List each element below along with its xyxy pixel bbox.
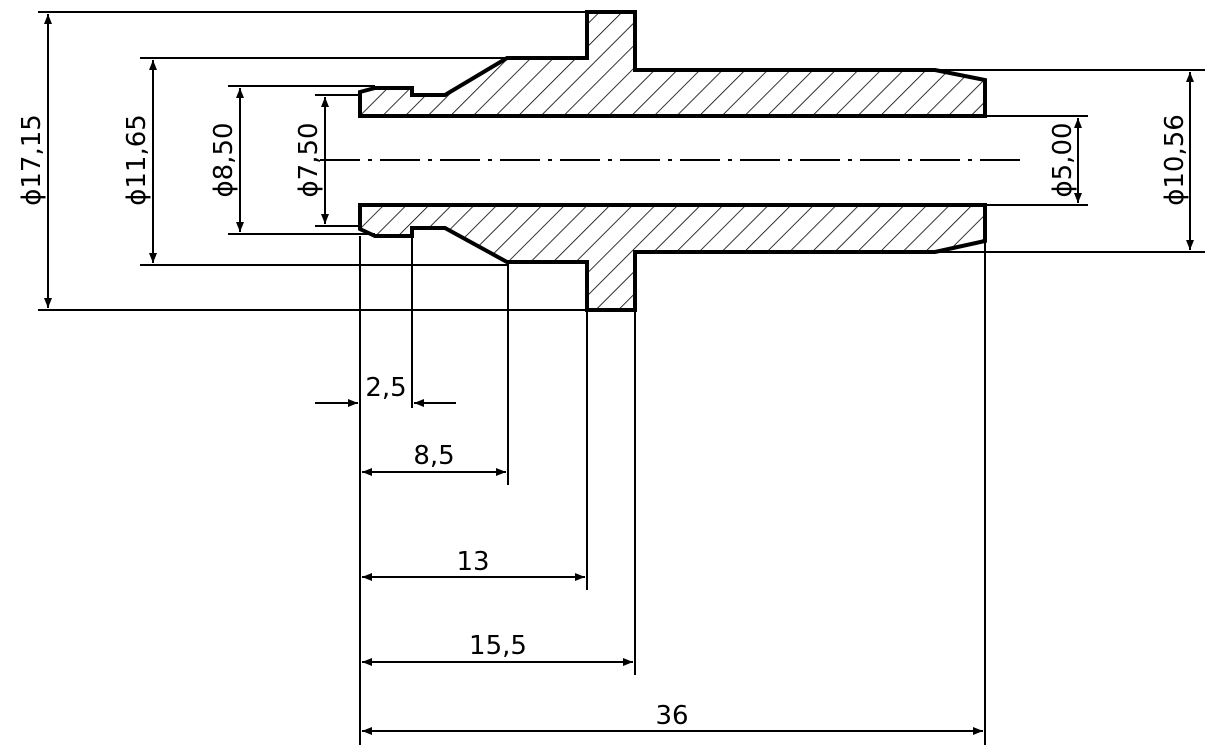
dim-text-dia-10-56: ϕ10,56	[1160, 114, 1190, 206]
diameter-dimensions	[44, 13, 1194, 308]
extension-lines	[38, 11, 1205, 745]
dim-text-dia-17-15: ϕ17,15	[17, 114, 47, 206]
dim-text-dia-7-50: ϕ7,50	[294, 122, 324, 197]
dim-text-dia-5-00: ϕ5,00	[1048, 122, 1078, 197]
dim-text-len-8-5: 8,5	[413, 441, 454, 471]
dim-text-len-36: 36	[655, 701, 688, 731]
dim-text-len-13: 13	[456, 547, 489, 577]
dim-text-dia-8-50: ϕ8,50	[209, 122, 239, 197]
length-dimensions	[315, 399, 983, 735]
dim-text-len-2-5: 2,5	[365, 373, 406, 403]
part-section-lower	[358, 203, 987, 312]
part-section-upper	[358, 10, 987, 118]
dim-text-dia-11-65: ϕ11,65	[122, 114, 152, 206]
dim-text-len-15-5: 15,5	[469, 631, 527, 661]
